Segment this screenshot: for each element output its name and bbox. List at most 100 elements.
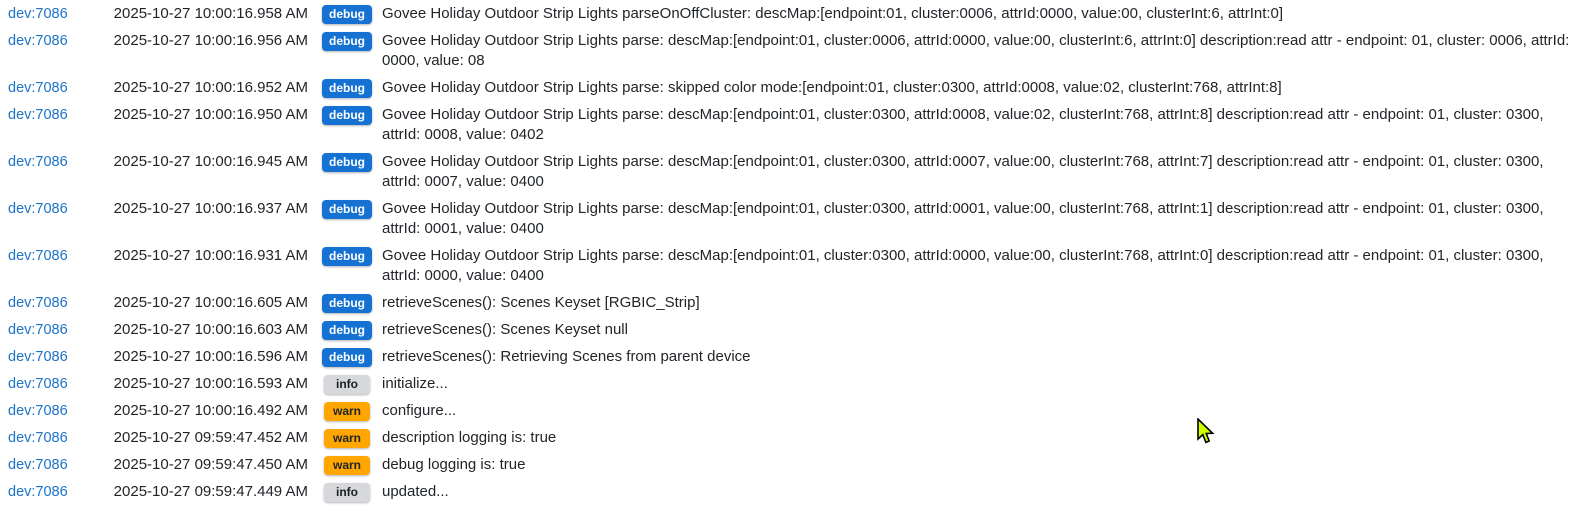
log-timestamp: 2025-10-27 09:59:47.450 AM	[113, 456, 308, 473]
log-level-cell: debug	[320, 316, 382, 343]
log-timestamp: 2025-10-27 10:00:16.945 AM	[113, 153, 308, 170]
log-timestamp: 2025-10-27 10:00:16.596 AM	[113, 348, 308, 365]
device-link[interactable]: dev:7086	[8, 376, 68, 392]
log-level-cell: warn	[320, 397, 382, 424]
log-level-badge-debug: debug	[322, 348, 372, 367]
log-device-cell: dev:7086	[0, 195, 108, 242]
log-level-cell: debug	[320, 148, 382, 195]
log-message: retrieveScenes(): Scenes Keyset null	[382, 321, 628, 338]
device-link[interactable]: dev:7086	[8, 6, 68, 22]
log-timestamp: 2025-10-27 10:00:16.605 AM	[113, 294, 308, 311]
log-message: retrieveScenes(): Scenes Keyset [RGBIC_S…	[382, 294, 700, 311]
log-level-badge-debug: debug	[322, 79, 372, 98]
log-timestamp: 2025-10-27 10:00:16.937 AM	[113, 200, 308, 217]
log-timestamp: 2025-10-27 10:00:16.492 AM	[113, 402, 308, 419]
log-level-badge-debug: debug	[322, 106, 372, 125]
log-level-badge-debug: debug	[322, 153, 372, 172]
log-level-cell: debug	[320, 289, 382, 316]
log-message: Govee Holiday Outdoor Strip Lights parse…	[382, 153, 1544, 190]
log-level-cell: debug	[320, 242, 382, 289]
log-level-badge-debug: debug	[322, 247, 372, 266]
device-link[interactable]: dev:7086	[8, 80, 68, 96]
device-link[interactable]: dev:7086	[8, 107, 68, 123]
device-link[interactable]: dev:7086	[8, 484, 68, 500]
log-level-cell: debug	[320, 0, 382, 27]
log-device-cell: dev:7086	[0, 451, 108, 478]
device-link[interactable]: dev:7086	[8, 154, 68, 170]
log-message: Govee Holiday Outdoor Strip Lights parse…	[382, 5, 1284, 22]
log-level-cell: debug	[320, 74, 382, 101]
log-timestamp: 2025-10-27 09:59:47.449 AM	[113, 483, 308, 500]
log-device-cell: dev:7086	[0, 289, 108, 316]
device-link[interactable]: dev:7086	[8, 322, 68, 338]
log-timestamp: 2025-10-27 10:00:16.931 AM	[113, 247, 308, 264]
log-row: dev:7086 2025-10-27 10:00:16.950 AM debug G…	[0, 101, 1577, 148]
log-message: Govee Holiday Outdoor Strip Lights parse…	[382, 106, 1544, 143]
log-level-badge-debug: debug	[322, 5, 372, 24]
log-device-cell: dev:7086	[0, 343, 108, 370]
log-level-cell: debug	[320, 343, 382, 370]
device-link[interactable]: dev:7086	[8, 457, 68, 473]
log-message: Govee Holiday Outdoor Strip Lights parse…	[382, 32, 1570, 69]
device-link[interactable]: dev:7086	[8, 430, 68, 446]
log-level-badge-debug: debug	[322, 200, 372, 219]
log-timestamp: 2025-10-27 10:00:16.956 AM	[113, 32, 308, 49]
log-level-badge-debug: debug	[322, 32, 372, 51]
device-link[interactable]: dev:7086	[8, 295, 68, 311]
log-timestamp: 2025-10-27 10:00:16.952 AM	[113, 79, 308, 96]
log-device-cell: dev:7086	[0, 424, 108, 451]
log-timestamp: 2025-10-27 09:59:47.452 AM	[113, 429, 308, 446]
log-message: debug logging is: true	[382, 456, 526, 473]
log-device-cell: dev:7086	[0, 27, 108, 74]
log-timestamp: 2025-10-27 10:00:16.958 AM	[113, 5, 308, 22]
log-message: Govee Holiday Outdoor Strip Lights parse…	[382, 200, 1544, 237]
log-timestamp: 2025-10-27 10:00:16.603 AM	[113, 321, 308, 338]
log-device-cell: dev:7086	[0, 101, 108, 148]
log-device-cell: dev:7086	[0, 316, 108, 343]
log-level-badge-info: info	[324, 483, 370, 502]
log-message: retrieveScenes(): Retrieving Scenes from…	[382, 348, 751, 365]
log-row: dev:7086 2025-10-27 10:00:16.956 AM debug G…	[0, 27, 1577, 74]
log-level-badge-warn: warn	[324, 429, 370, 448]
log-row: dev:7086 2025-10-27 10:00:16.945 AM debug G…	[0, 148, 1577, 195]
log-device-cell: dev:7086	[0, 478, 108, 505]
log-row: dev:7086 2025-10-27 10:00:16.931 AM debug G…	[0, 242, 1577, 289]
log-level-badge-warn: warn	[324, 456, 370, 475]
log-level-cell: info	[320, 370, 382, 397]
log-level-cell: debug	[320, 101, 382, 148]
log-device-cell: dev:7086	[0, 74, 108, 101]
device-link[interactable]: dev:7086	[8, 33, 68, 49]
log-row: dev:7086 2025-10-27 10:00:16.958 AM debug G…	[0, 0, 1577, 27]
device-link[interactable]: dev:7086	[8, 349, 68, 365]
log-device-cell: dev:7086	[0, 148, 108, 195]
log-device-cell: dev:7086	[0, 242, 108, 289]
log-message: Govee Holiday Outdoor Strip Lights parse…	[382, 247, 1544, 284]
log-message: configure...	[382, 402, 457, 419]
log-level-cell: info	[320, 478, 382, 505]
log-message: updated...	[382, 483, 449, 500]
log-level-cell: debug	[320, 27, 382, 74]
log-level-cell: warn	[320, 451, 382, 478]
log-level-cell: debug	[320, 195, 382, 242]
device-link[interactable]: dev:7086	[8, 201, 68, 217]
log-device-cell: dev:7086	[0, 370, 108, 397]
log-level-badge-debug: debug	[322, 294, 372, 313]
log-message: description logging is: true	[382, 429, 557, 446]
log-level-badge-debug: debug	[322, 321, 372, 340]
log-timestamp: 2025-10-27 10:00:16.593 AM	[113, 375, 308, 392]
log-timestamp: 2025-10-27 10:00:16.950 AM	[113, 106, 308, 123]
log-device-cell: dev:7086	[0, 397, 108, 424]
log-level-badge-warn: warn	[324, 402, 370, 421]
device-link[interactable]: dev:7086	[8, 403, 68, 419]
log-row: dev:7086 2025-10-27 10:00:16.937 AM debug G…	[0, 195, 1577, 242]
device-link[interactable]: dev:7086	[8, 248, 68, 264]
